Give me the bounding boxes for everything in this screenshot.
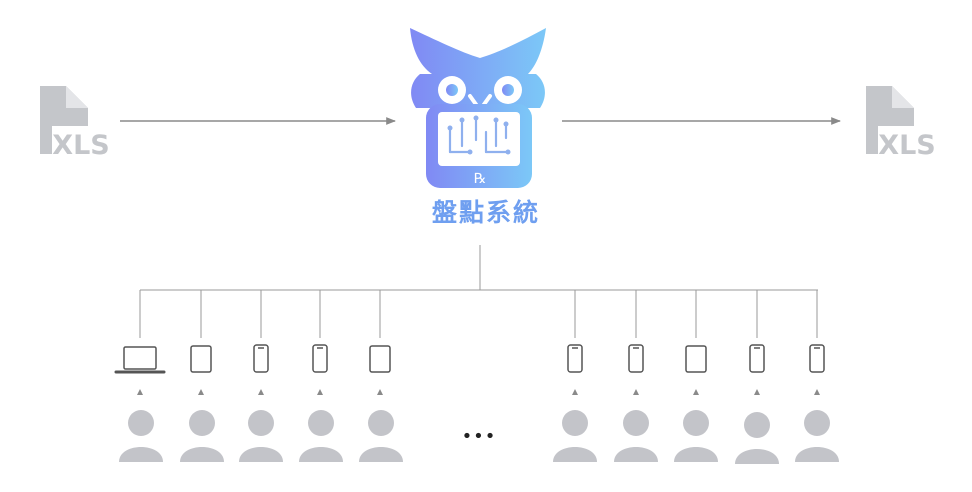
up-arrow-icon	[693, 389, 699, 395]
person-icon	[180, 410, 224, 462]
phone-icon	[749, 344, 765, 373]
phone-icon	[567, 344, 583, 373]
device-group-right	[567, 344, 825, 373]
up-arrow-icon	[198, 389, 204, 395]
owl-logo: ℞	[410, 28, 546, 188]
xls-file-label-input: XLS	[52, 130, 109, 161]
person-icon	[735, 412, 779, 464]
up-arrow-icon	[814, 389, 820, 395]
person-icon	[239, 410, 283, 462]
users-right	[553, 410, 839, 464]
up-arrow-icon	[754, 389, 760, 395]
person-icon	[119, 410, 163, 462]
tablet-icon	[190, 345, 212, 373]
person-icon	[359, 410, 403, 462]
device-connector-tree	[139, 245, 818, 338]
up-arrow-icon	[572, 389, 578, 395]
phone-icon	[628, 344, 644, 373]
phone-icon	[253, 344, 269, 373]
person-icon	[299, 410, 343, 462]
users-left	[119, 410, 403, 462]
person-icon	[795, 410, 839, 462]
phone-icon	[809, 344, 825, 373]
tablet-icon	[369, 345, 391, 373]
person-icon	[553, 410, 597, 462]
person-icon	[614, 410, 658, 462]
up-arrow-icon	[377, 389, 383, 395]
upload-arrows	[137, 389, 820, 395]
rx-mark: ℞	[474, 171, 487, 187]
up-arrow-icon	[137, 389, 143, 395]
device-group-left	[114, 344, 391, 374]
up-arrow-icon	[317, 389, 323, 395]
person-icon	[674, 410, 718, 462]
laptop-icon	[114, 346, 166, 374]
xls-file-label-output: XLS	[878, 130, 935, 161]
up-arrow-icon	[258, 389, 264, 395]
more-users-ellipsis: •••	[462, 426, 497, 447]
xls-file-icon-input: XLS	[40, 86, 110, 161]
xls-file-icon-output: XLS	[866, 86, 936, 161]
tablet-icon	[685, 345, 707, 373]
system-title: 盤點系統	[431, 198, 540, 227]
phone-icon	[312, 344, 328, 373]
up-arrow-icon	[633, 389, 639, 395]
